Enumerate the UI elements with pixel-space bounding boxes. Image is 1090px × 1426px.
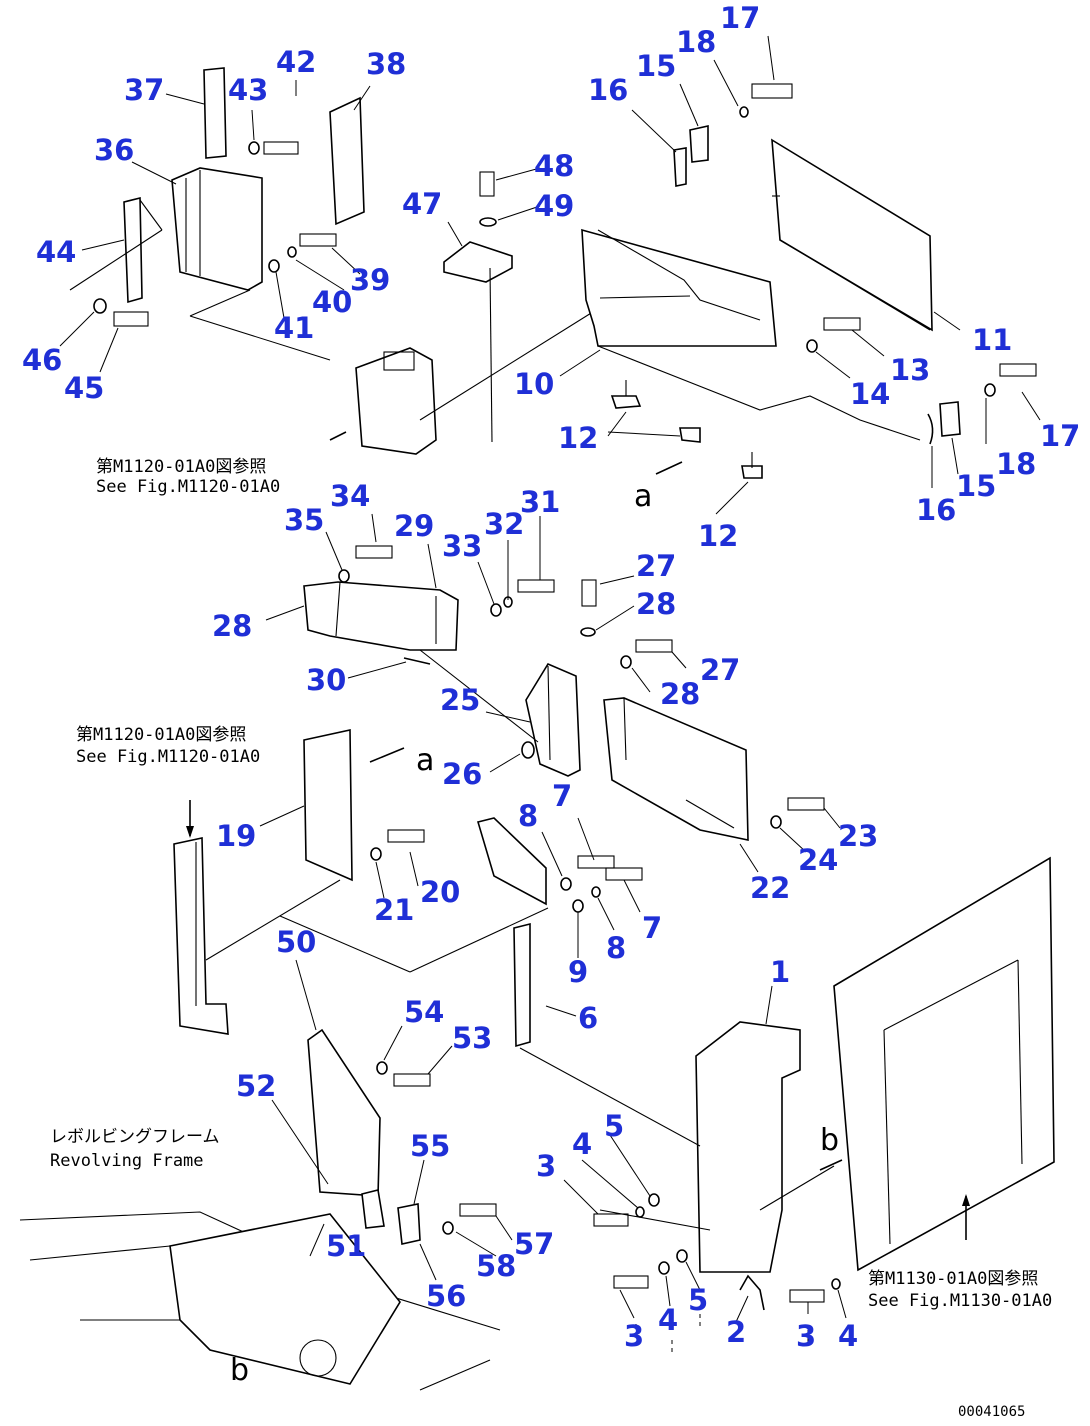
- revolving-frame-label-en: Revolving Frame: [50, 1151, 204, 1171]
- ref-note-1-jp: 第M1120-01A0図参照: [96, 457, 266, 477]
- callout-8a: 8: [518, 799, 538, 833]
- callout-8b: 8: [606, 931, 626, 965]
- revolving-frame-label-jp: レボルビングフレーム: [50, 1127, 220, 1147]
- callout-30: 29: [394, 509, 434, 543]
- callout-3c: 3: [796, 1319, 816, 1353]
- callout-38: 37: [124, 73, 164, 107]
- callout-36: 35: [284, 503, 324, 537]
- callout-23: 23: [838, 819, 878, 853]
- callout-4a: 4: [572, 1127, 592, 1161]
- drawing-code: 00041065: [958, 1404, 1025, 1420]
- callout-17: 17: [720, 1, 760, 35]
- callout-31: 30: [306, 663, 346, 697]
- callout-40: 39: [350, 263, 390, 297]
- callout-18b: 18: [996, 447, 1036, 481]
- callout-52: 51: [326, 1229, 366, 1263]
- callout-45: 44: [36, 235, 76, 269]
- callout-14: 14: [850, 377, 890, 411]
- callout-37: 36: [94, 133, 134, 167]
- callout-5b: 5: [688, 1283, 708, 1317]
- callout-19: 19: [216, 819, 256, 853]
- callout-6: 6: [578, 1001, 598, 1035]
- callout-27b: 27: [700, 653, 740, 687]
- callout-16: 16: [588, 73, 628, 107]
- callout-54: 53: [452, 1021, 492, 1055]
- callout-10: 10: [514, 367, 554, 401]
- leader-lines: [59, 35, 1041, 1323]
- callout-2: 2: [726, 1315, 746, 1349]
- view-letter-b-bottom: b: [230, 1353, 249, 1388]
- callout-43: 42: [276, 45, 316, 79]
- callout-39: 38: [366, 47, 406, 81]
- callout-1: 1: [770, 955, 790, 989]
- callout-numbers: 37 43 42 38 36 44 46 45 41 40 39 47 48 4…: [22, 1, 1080, 1353]
- ref-note-2-jp: 第M1120-01A0図参照: [76, 725, 246, 745]
- callout-32: 31: [520, 485, 560, 519]
- callout-3a: 3: [536, 1149, 556, 1183]
- callout-57: 56: [426, 1279, 466, 1313]
- callout-15: 15: [636, 49, 676, 83]
- callout-27a: 27: [636, 549, 676, 583]
- callout-11: 11: [972, 323, 1012, 357]
- callout-4b: 4: [658, 1303, 678, 1337]
- reference-notes: 第M1120-01A0図参照 See Fig.M1120-01A0 第M1120…: [50, 457, 1052, 1311]
- view-letter-a-mid: a: [416, 743, 434, 778]
- callout-12b: 12: [698, 519, 738, 553]
- callout-50: 49: [534, 189, 574, 223]
- ref-note-3-en: See Fig.M1130-01A0: [868, 1291, 1052, 1311]
- callout-56: 55: [410, 1129, 450, 1163]
- callout-51: 50: [276, 925, 316, 959]
- callout-26: 26: [442, 757, 482, 791]
- callout-7a: 7: [552, 779, 572, 813]
- callout-49: 48: [534, 149, 574, 183]
- view-letter-a-top: a: [634, 479, 652, 514]
- callout-24: 24: [798, 843, 838, 877]
- callout-21: 21: [374, 893, 414, 927]
- callout-25: 25: [440, 683, 480, 717]
- callout-44: 43: [228, 73, 268, 107]
- callout-42: 41: [274, 311, 314, 345]
- callout-18: 18: [676, 25, 716, 59]
- callout-34: 33: [442, 529, 482, 563]
- callout-3b: 3: [624, 1319, 644, 1353]
- callout-4c: 4: [838, 1319, 858, 1353]
- callout-47: 46: [22, 343, 62, 377]
- callout-41: 40: [312, 285, 352, 319]
- callout-20: 20: [420, 875, 460, 909]
- callout-22: 22: [750, 871, 790, 905]
- callout-5a: 5: [604, 1109, 624, 1143]
- callout-16b: 16: [916, 493, 956, 527]
- callout-53: 52: [236, 1069, 276, 1103]
- callout-12a: 12: [558, 421, 598, 455]
- callout-28a: 28: [636, 587, 676, 621]
- ref-note-3-jp: 第M1130-01A0図参照: [868, 1269, 1038, 1289]
- callout-13: 13: [890, 353, 930, 387]
- callout-15b: 15: [956, 469, 996, 503]
- callout-28b: 28: [660, 677, 700, 711]
- callout-48: 47: [402, 187, 442, 221]
- callout-33: 32: [484, 507, 524, 541]
- callout-35: 34: [330, 479, 370, 513]
- callout-55: 54: [404, 995, 444, 1029]
- ref-note-2-en: See Fig.M1120-01A0: [76, 747, 260, 767]
- callout-58: 57: [514, 1227, 554, 1261]
- part-drawings: [19, 67, 1055, 1391]
- callout-17b: 17: [1040, 419, 1080, 453]
- callout-46: 45: [64, 371, 104, 405]
- callout-29: 28: [212, 609, 252, 643]
- view-letters: a a b b: [230, 479, 839, 1388]
- callout-7b: 7: [642, 911, 662, 945]
- callout-59: 58: [476, 1249, 516, 1283]
- ref-note-1-en: See Fig.M1120-01A0: [96, 477, 280, 497]
- callout-9: 9: [568, 955, 588, 989]
- view-letter-b-right: b: [820, 1123, 839, 1158]
